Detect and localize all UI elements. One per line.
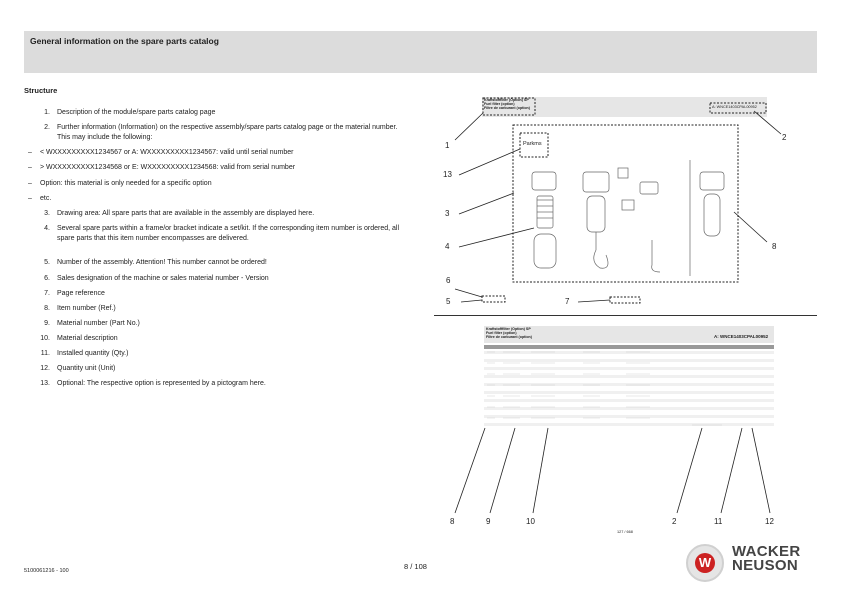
page-title: General information on the spare parts c… <box>30 36 219 46</box>
callout-11: 11 <box>714 517 723 526</box>
item-number: – <box>28 195 32 202</box>
item-number: – <box>28 180 32 187</box>
table-page-ref: 127 / 668 <box>617 530 633 534</box>
item-number: 7. <box>44 290 50 297</box>
item-text: Further information (Information) on the… <box>57 124 398 141</box>
sample-title-line: Kraftstofffilter (Option) SP <box>484 98 529 102</box>
page-header: General information on the spare parts c… <box>24 31 817 73</box>
table-right-label: A: WNCE1403CPAL00952 <box>714 334 769 339</box>
item-number: 9. <box>44 320 50 327</box>
item-text: Several spare parts within a frame/or br… <box>57 225 399 242</box>
item-text: Material description <box>57 335 118 342</box>
item-number: 8. <box>44 305 50 312</box>
table-title-line: Fuel filter (option) <box>486 331 517 335</box>
brand-line-1: WACKER <box>732 543 801 560</box>
item-text: etc. <box>40 195 52 202</box>
parts-drawing <box>531 160 725 276</box>
sample-header-bar <box>482 97 767 117</box>
callout-13: 13 <box>443 170 452 179</box>
item-number: 13. <box>40 380 50 387</box>
item-text: Quantity unit (Unit) <box>57 365 116 372</box>
item-text: Page reference <box>57 290 105 297</box>
brand-wordmark: WACKER NEUSON <box>732 543 801 574</box>
callout-9: 9 <box>486 517 491 526</box>
item-number: 3. <box>44 210 50 217</box>
sample-title-line: Filtre de carburant (option) <box>484 106 530 110</box>
item-text: Optional: The respective option is repre… <box>57 380 266 387</box>
item-text: Item number (Ref.) <box>57 305 116 312</box>
callout-2: 2 <box>672 517 677 526</box>
item-text: Number of the assembly. Attention! This … <box>57 259 267 266</box>
item-number: 6. <box>44 275 50 282</box>
sample-title-line: Fuel filter (option) <box>484 102 515 106</box>
brand-line-2: NEUSON <box>732 557 798 574</box>
table-title-line: Filtre de carburant (option) <box>486 335 532 339</box>
callout-7: 7 <box>565 297 570 306</box>
sample-table-text-lines <box>487 351 722 426</box>
table-title-line: Kraftstofffilter (Option) SP <box>486 327 531 331</box>
callout-3: 3 <box>445 209 450 218</box>
callout-4: 4 <box>445 242 450 251</box>
item-text: Drawing area: All spare parts that are a… <box>57 210 315 217</box>
item-number: 11. <box>40 350 50 357</box>
item-text: > WXXXXXXXXX1234568 or E: WXXXXXXXXX1234… <box>40 164 296 171</box>
drawing-area-frame <box>512 124 739 283</box>
callout-frame-1 <box>482 97 536 116</box>
item-text: Material number (Part No.) <box>57 320 140 327</box>
page-number: 8 / 108 <box>404 562 427 571</box>
brand-logo-icon: W <box>686 544 724 582</box>
callout-12: 12 <box>765 517 774 526</box>
callout-frame-7 <box>609 296 641 304</box>
callout-frame-5 <box>481 295 506 303</box>
item-number: – <box>28 149 32 156</box>
callout-arrows-bottom <box>454 427 771 514</box>
callout-arrows <box>454 110 782 303</box>
item-text: Installed quantity (Qty.) <box>57 350 129 357</box>
item-number: 1. <box>44 109 50 116</box>
callout-frame-2 <box>709 102 767 114</box>
item-text: Sales designation of the machine or sale… <box>57 275 269 282</box>
section-heading: Structure <box>24 86 58 95</box>
logo-letter: W <box>695 553 715 573</box>
figure-separator <box>434 315 817 316</box>
item-number: – <box>28 164 32 171</box>
callout-6: 6 <box>446 276 451 285</box>
callout-10: 10 <box>526 517 535 526</box>
item-number: 5. <box>44 259 50 266</box>
callout-5: 5 <box>446 297 451 306</box>
callout-8: 8 <box>450 517 455 526</box>
document-number: 5100061216 - 100 <box>24 568 69 574</box>
callout-8: 8 <box>772 242 777 251</box>
sample-right-label: A: WNCE1403CPAL00952 <box>712 105 757 109</box>
item-text: Description of the module/spare parts ca… <box>57 109 216 116</box>
item-number: 12. <box>40 365 50 372</box>
item-number: 2. <box>44 124 50 131</box>
sample-table-rows <box>484 351 774 426</box>
callout-1: 1 <box>445 141 450 150</box>
item-text: Option: this material is only needed for… <box>40 180 212 187</box>
pictogram-label: Parkms <box>523 141 542 147</box>
callout-2: 2 <box>782 133 787 142</box>
item-number: 4. <box>44 225 50 232</box>
item-text: < WXXXXXXXXX1234567 or A: WXXXXXXXXX1234… <box>40 149 294 156</box>
pictogram-frame <box>519 132 549 158</box>
item-number: 10. <box>40 335 50 342</box>
